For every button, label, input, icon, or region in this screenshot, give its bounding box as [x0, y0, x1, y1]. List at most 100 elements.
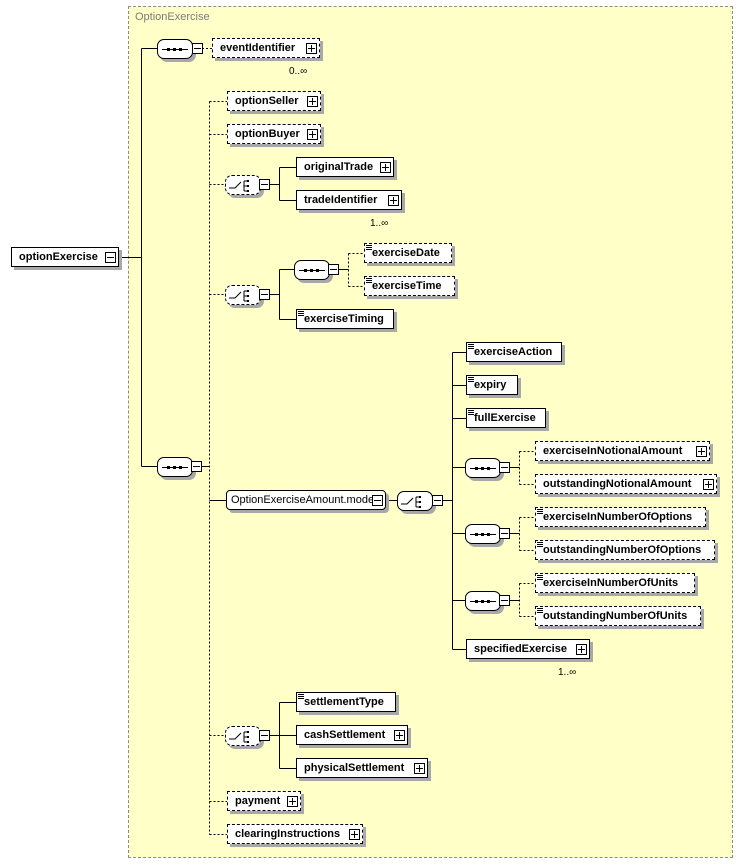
element-optionSeller[interactable]: optionSeller — [227, 91, 321, 111]
choice-icon — [401, 496, 421, 508]
choice-icon — [229, 180, 249, 192]
expand-icon[interactable] — [307, 129, 318, 140]
sequence-icon — [162, 48, 188, 51]
element-exerciseInNumberOfOptions[interactable]: exerciseInNumberOfOptions — [535, 507, 706, 527]
expand-icon[interactable] — [703, 479, 714, 490]
simple-content-icon — [537, 509, 543, 515]
choice-compositor[interactable] — [397, 491, 433, 511]
root-element-node[interactable]: optionExercise — [11, 247, 119, 267]
element-label: exerciseTime — [372, 280, 442, 292]
element-cashSettlement[interactable]: cashSettlement — [296, 725, 408, 745]
collapse-icon[interactable] — [192, 43, 203, 54]
element-label: optionBuyer — [235, 128, 300, 140]
collapse-icon[interactable] — [191, 461, 202, 472]
collapse-icon[interactable] — [259, 289, 270, 300]
element-exerciseInNumberOfUnits[interactable]: exerciseInNumberOfUnits — [535, 573, 695, 593]
element-label: expiry — [474, 379, 507, 391]
element-label: physicalSettlement — [304, 762, 405, 774]
element-label: exerciseAction — [474, 346, 553, 358]
root-element-label: optionExercise — [19, 251, 98, 263]
sequence-compositor[interactable] — [157, 39, 193, 59]
element-tradeIdentifier[interactable]: tradeIdentifier — [296, 190, 402, 210]
collapse-icon[interactable] — [259, 179, 270, 190]
sequence-icon — [470, 600, 496, 603]
sequence-icon — [470, 533, 496, 536]
element-clearingInstructions[interactable]: clearingInstructions — [227, 824, 363, 844]
cardinality-label: 1..∞ — [558, 667, 577, 678]
element-label: specifiedExercise — [474, 643, 567, 655]
expand-icon[interactable] — [394, 730, 405, 741]
simple-content-icon — [366, 278, 372, 284]
sequence-compositor[interactable] — [465, 458, 501, 478]
element-exerciseAction[interactable]: exerciseAction — [466, 342, 562, 362]
choice-icon — [229, 290, 249, 302]
model-label: OptionExerciseAmount.model — [231, 494, 377, 506]
element-exerciseDate[interactable]: exerciseDate — [364, 243, 452, 263]
element-outstandingNumberOfOptions[interactable]: outstandingNumberOfOptions — [535, 540, 715, 560]
expand-icon[interactable] — [287, 796, 298, 807]
sequence-compositor[interactable] — [157, 457, 193, 477]
collapse-icon[interactable] — [105, 252, 116, 263]
simple-content-icon — [468, 344, 474, 350]
element-payment[interactable]: payment — [227, 791, 301, 811]
sequence-icon — [299, 269, 325, 272]
element-label: clearingInstructions — [235, 828, 341, 840]
collapse-icon[interactable] — [432, 495, 443, 506]
choice-compositor[interactable] — [225, 175, 261, 195]
sequence-compositor[interactable] — [294, 260, 330, 280]
model-group-ref[interactable]: OptionExerciseAmount.model — [226, 490, 386, 510]
element-settlementType[interactable]: settlementType — [296, 692, 396, 712]
element-outstandingNumberOfUnits[interactable]: outstandingNumberOfUnits — [535, 606, 701, 626]
simple-content-icon — [537, 608, 543, 614]
expand-icon[interactable] — [349, 829, 360, 840]
expand-icon[interactable] — [307, 96, 318, 107]
element-exerciseTime[interactable]: exerciseTime — [364, 276, 455, 296]
expand-icon[interactable] — [388, 195, 399, 206]
element-label: cashSettlement — [304, 729, 386, 741]
element-label: outstandingNotionalAmount — [543, 478, 692, 490]
simple-content-icon — [468, 410, 474, 416]
simple-content-icon — [298, 311, 304, 317]
element-fullExercise[interactable]: fullExercise — [466, 408, 546, 428]
element-specifiedExercise[interactable]: specifiedExercise — [466, 639, 590, 659]
sequence-icon — [162, 466, 188, 469]
expand-icon[interactable] — [306, 43, 317, 54]
element-exerciseInNotionalAmount[interactable]: exerciseInNotionalAmount — [535, 441, 710, 461]
simple-content-icon — [298, 694, 304, 700]
choice-compositor[interactable] — [225, 285, 261, 305]
collapse-icon[interactable] — [499, 462, 510, 473]
group-title: OptionExercise — [135, 11, 210, 23]
expand-icon[interactable] — [414, 763, 425, 774]
expand-icon[interactable] — [576, 644, 587, 655]
element-originalTrade[interactable]: originalTrade — [296, 157, 394, 177]
element-optionBuyer[interactable]: optionBuyer — [227, 124, 321, 144]
element-label: exerciseDate — [372, 247, 440, 259]
element-physicalSettlement[interactable]: physicalSettlement — [296, 758, 428, 778]
choice-compositor[interactable] — [225, 726, 261, 746]
element-label: exerciseInNumberOfOptions — [543, 511, 693, 523]
element-outstandingNotionalAmount[interactable]: outstandingNotionalAmount — [535, 474, 717, 494]
element-label: optionSeller — [235, 95, 299, 107]
element-label: exerciseTiming — [304, 313, 384, 325]
sequence-compositor[interactable] — [465, 591, 501, 611]
element-label: tradeIdentifier — [304, 194, 378, 206]
element-label: exerciseInNumberOfUnits — [543, 577, 679, 589]
sequence-compositor[interactable] — [465, 524, 501, 544]
collapse-icon[interactable] — [499, 595, 510, 606]
collapse-icon[interactable] — [499, 528, 510, 539]
element-label: fullExercise — [474, 412, 536, 424]
expand-icon[interactable] — [696, 446, 707, 457]
collapse-icon[interactable] — [372, 495, 383, 506]
element-eventIdentifier[interactable]: eventIdentifier — [212, 38, 320, 58]
element-label: eventIdentifier — [220, 42, 296, 54]
element-exerciseTiming[interactable]: exerciseTiming — [296, 309, 394, 329]
simple-content-icon — [366, 245, 372, 251]
collapse-icon[interactable] — [259, 730, 270, 741]
element-label: settlementType — [304, 696, 384, 708]
group-box — [128, 6, 733, 858]
expand-icon[interactable] — [380, 162, 391, 173]
collapse-icon[interactable] — [328, 264, 339, 275]
cardinality-label: 1..∞ — [370, 218, 389, 229]
element-expiry[interactable]: expiry — [466, 375, 518, 395]
